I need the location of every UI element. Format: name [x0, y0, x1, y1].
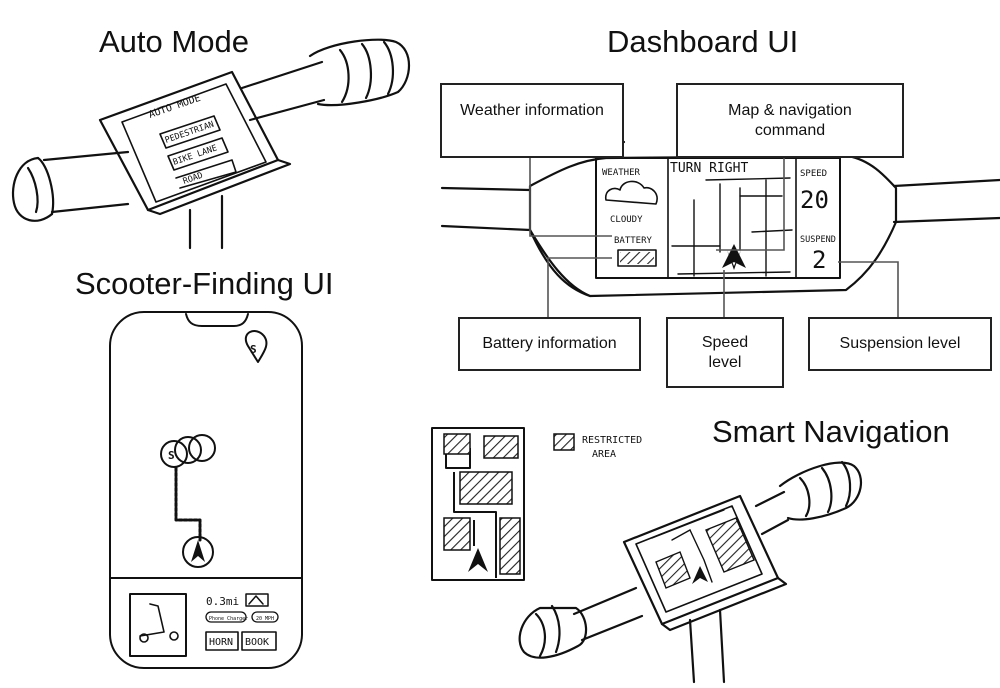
- callout-speed: Speed level: [666, 317, 784, 388]
- distance-text: 0.3mi: [206, 595, 239, 608]
- dashboard-screen-text: WEATHER CLOUDY BATTERY TURN RIGHT SPEED …: [602, 161, 836, 274]
- nav-arrow-dashboard-icon: [722, 244, 746, 268]
- restricted-block-5: [499, 517, 521, 575]
- smart-nav-arrow-icon: [692, 566, 708, 584]
- auto-mode-handlebar-sketch: [12, 38, 410, 250]
- callout-map-navigation: Map & navigation command: [676, 83, 904, 158]
- auto-mode-screen-text: AUTO MODE PEDESTRIAN BIKE LANE ROAD: [147, 93, 218, 187]
- restricted-area-map-sketch: [431, 427, 525, 581]
- scooter-card-text: 0.3mi Phone Charger 20 MPH HORN BOOK: [206, 595, 274, 648]
- legend-text: RESTRICTED AREA: [582, 435, 642, 460]
- speed-value: 20: [800, 186, 829, 214]
- restricted-block-2: [483, 435, 519, 459]
- dashboard-ui-title: Dashboard UI: [607, 24, 799, 59]
- scooter-pin-top-icon: S: [250, 343, 257, 356]
- auto-mode-screen-title: AUTO MODE: [147, 93, 202, 121]
- suspension-label: SUSPEND: [800, 235, 836, 245]
- auto-mode-title: Auto Mode: [99, 24, 249, 59]
- callout-weather: Weather information: [440, 83, 624, 158]
- battery-label: BATTERY: [614, 236, 653, 246]
- tag-phone-charger: Phone Charger: [209, 616, 248, 622]
- callout-battery: Battery information: [458, 317, 641, 371]
- weather-value: CLOUDY: [610, 215, 643, 225]
- suspension-value: 2: [812, 246, 826, 274]
- user-location-arrow-icon: [191, 540, 205, 562]
- speed-label: SPEED: [800, 169, 827, 179]
- battery-fill-icon: [620, 252, 654, 264]
- horn-button[interactable]: HORN: [209, 637, 233, 648]
- nav-arrow-icon: [727, 250, 741, 270]
- legend-hatch-swatch: [553, 433, 575, 451]
- callout-weather-label: Weather information: [460, 102, 604, 119]
- scooter-finding-title: Scooter-Finding UI: [75, 266, 334, 301]
- tag-speed: 20 MPH: [256, 616, 274, 622]
- smart-nav-restricted-1: [655, 551, 691, 589]
- legend-label-line2: AREA: [592, 449, 616, 460]
- nav-command: TURN RIGHT: [670, 161, 748, 176]
- map-nav-arrow-icon: [468, 548, 488, 572]
- callout-leader-lines: [529, 158, 899, 318]
- callout-suspension: Suspension level: [808, 317, 992, 371]
- callout-battery-label: Battery information: [482, 335, 617, 352]
- weather-label: WEATHER: [602, 168, 641, 178]
- smart-nav-restricted-2: [705, 517, 755, 573]
- callout-speed-label: Speed level: [701, 333, 749, 371]
- restricted-block-3: [459, 471, 513, 505]
- smart-navigation-title: Smart Navigation: [712, 414, 950, 449]
- scooter-pin-icon: S: [168, 449, 175, 462]
- restricted-block-4: [443, 517, 471, 551]
- restricted-block-1: [443, 433, 471, 455]
- smart-nav-handlebar-sketch: [518, 460, 863, 684]
- legend-label-line1: RESTRICTED: [582, 435, 642, 446]
- scooter-finding-phone-sketch: [109, 311, 303, 669]
- book-button[interactable]: BOOK: [245, 637, 269, 648]
- callout-map-label: Map & navigation command: [728, 101, 852, 139]
- callout-suspension-label: Suspension level: [839, 335, 961, 352]
- dashboard-handlebar-sketch: [440, 138, 1000, 298]
